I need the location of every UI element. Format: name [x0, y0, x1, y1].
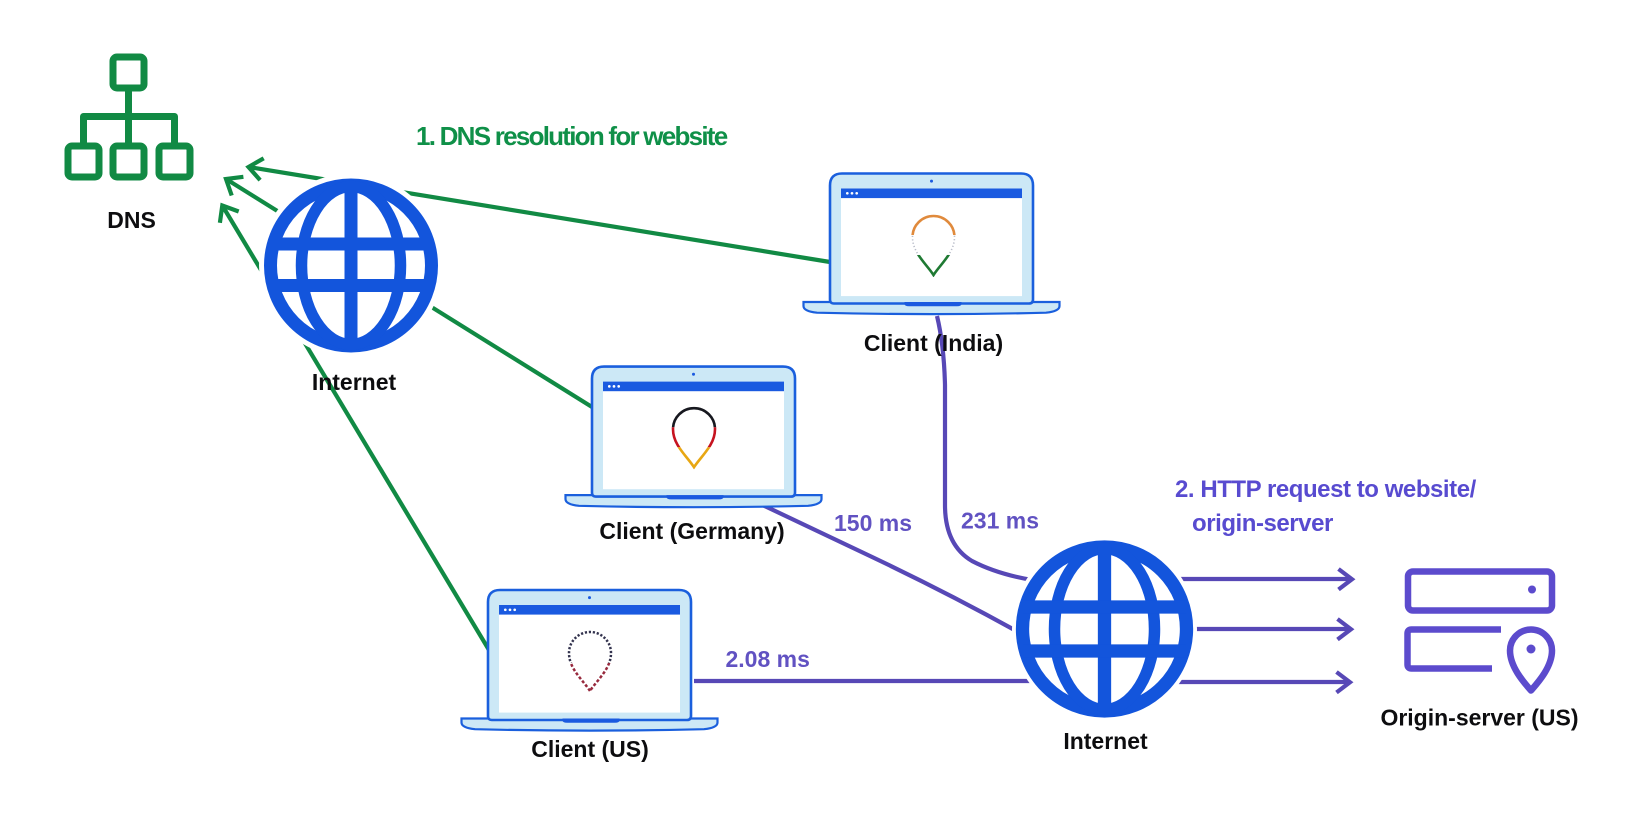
svg-text:Origin-server (US): Origin-server (US) — [1380, 705, 1578, 731]
svg-text:Internet: Internet — [312, 369, 397, 395]
svg-text:Client (India): Client (India) — [864, 330, 1003, 356]
svg-text:2.08 ms: 2.08 ms — [726, 646, 810, 672]
svg-text:231 ms: 231 ms — [961, 508, 1039, 534]
svg-text:1. DNS resolution for website: 1. DNS resolution for website — [416, 121, 728, 151]
svg-text:Client (Germany): Client (Germany) — [599, 518, 784, 544]
svg-text:150 ms: 150 ms — [834, 510, 912, 536]
svg-text:DNS: DNS — [107, 207, 156, 233]
svg-text:Internet: Internet — [1063, 728, 1148, 754]
svg-text:origin-server: origin-server — [1192, 510, 1333, 537]
svg-text:2. HTTP request to website/: 2. HTTP request to website/ — [1175, 476, 1477, 503]
svg-text:Client (US): Client (US) — [531, 736, 649, 762]
